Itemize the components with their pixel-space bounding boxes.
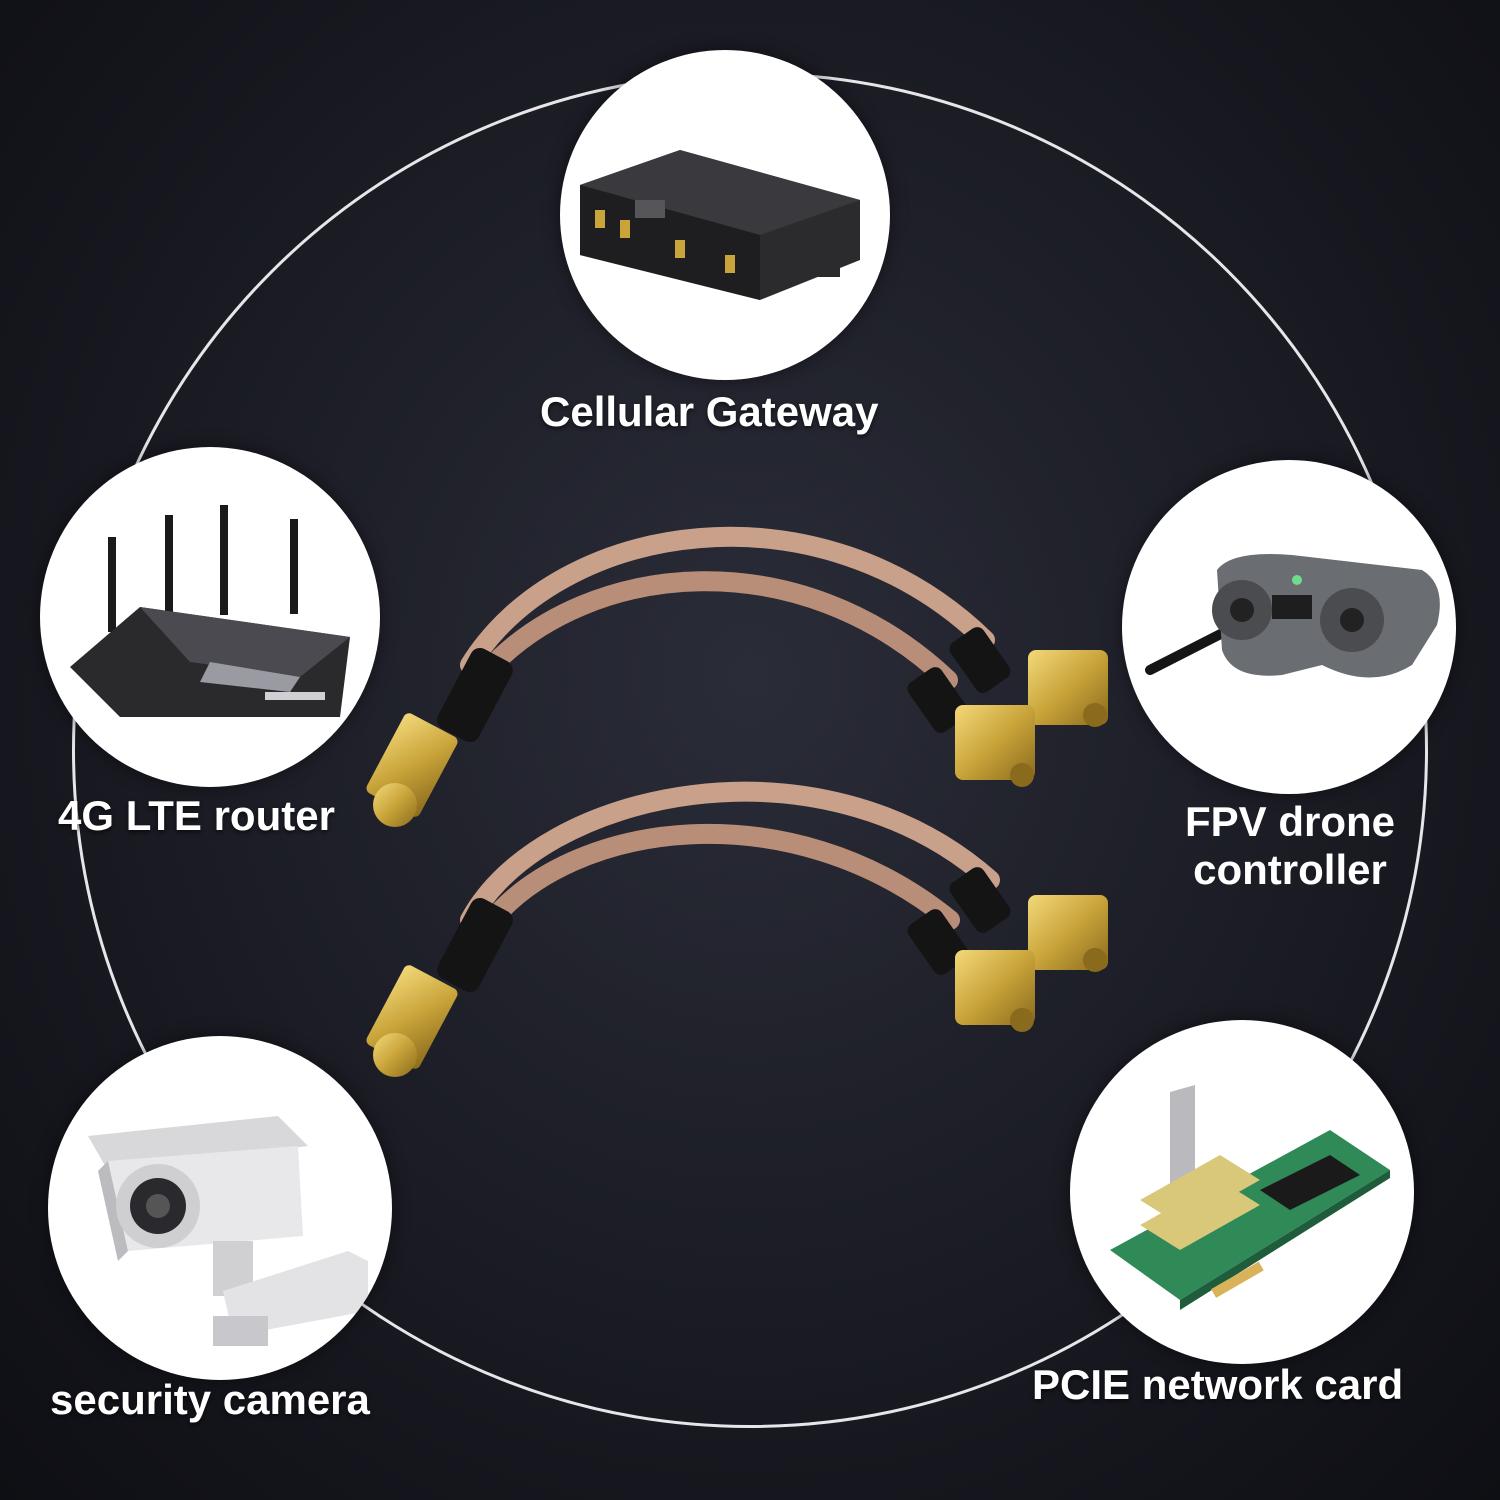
security-camera-icon xyxy=(88,1116,368,1346)
fpv-controller-badge xyxy=(1122,460,1456,794)
cellular-gateway-icon xyxy=(580,150,860,300)
fpv-label-line1: FPV drone xyxy=(1184,798,1396,845)
router-icon xyxy=(70,505,350,717)
pcie-card-label: PCIE network card xyxy=(1032,1361,1404,1408)
pcie-card-badge xyxy=(1070,1020,1414,1364)
fpv-controller-label: FPV drone controller xyxy=(1160,798,1420,894)
cellular-gateway-badge xyxy=(560,50,890,380)
security-camera-label: security camera xyxy=(50,1376,370,1423)
security-camera-badge xyxy=(48,1036,392,1380)
cellular-gateway-label: Cellular Gateway xyxy=(540,388,879,435)
lte-router-label: 4G LTE router xyxy=(58,792,335,839)
lte-router-badge xyxy=(40,447,380,787)
drone-controller-icon xyxy=(1145,554,1440,678)
fpv-label-line2: controller xyxy=(1193,846,1387,893)
cable-set-upper xyxy=(366,526,1108,827)
network-card-icon xyxy=(1110,1085,1390,1310)
cable-set-lower xyxy=(366,781,1108,1077)
